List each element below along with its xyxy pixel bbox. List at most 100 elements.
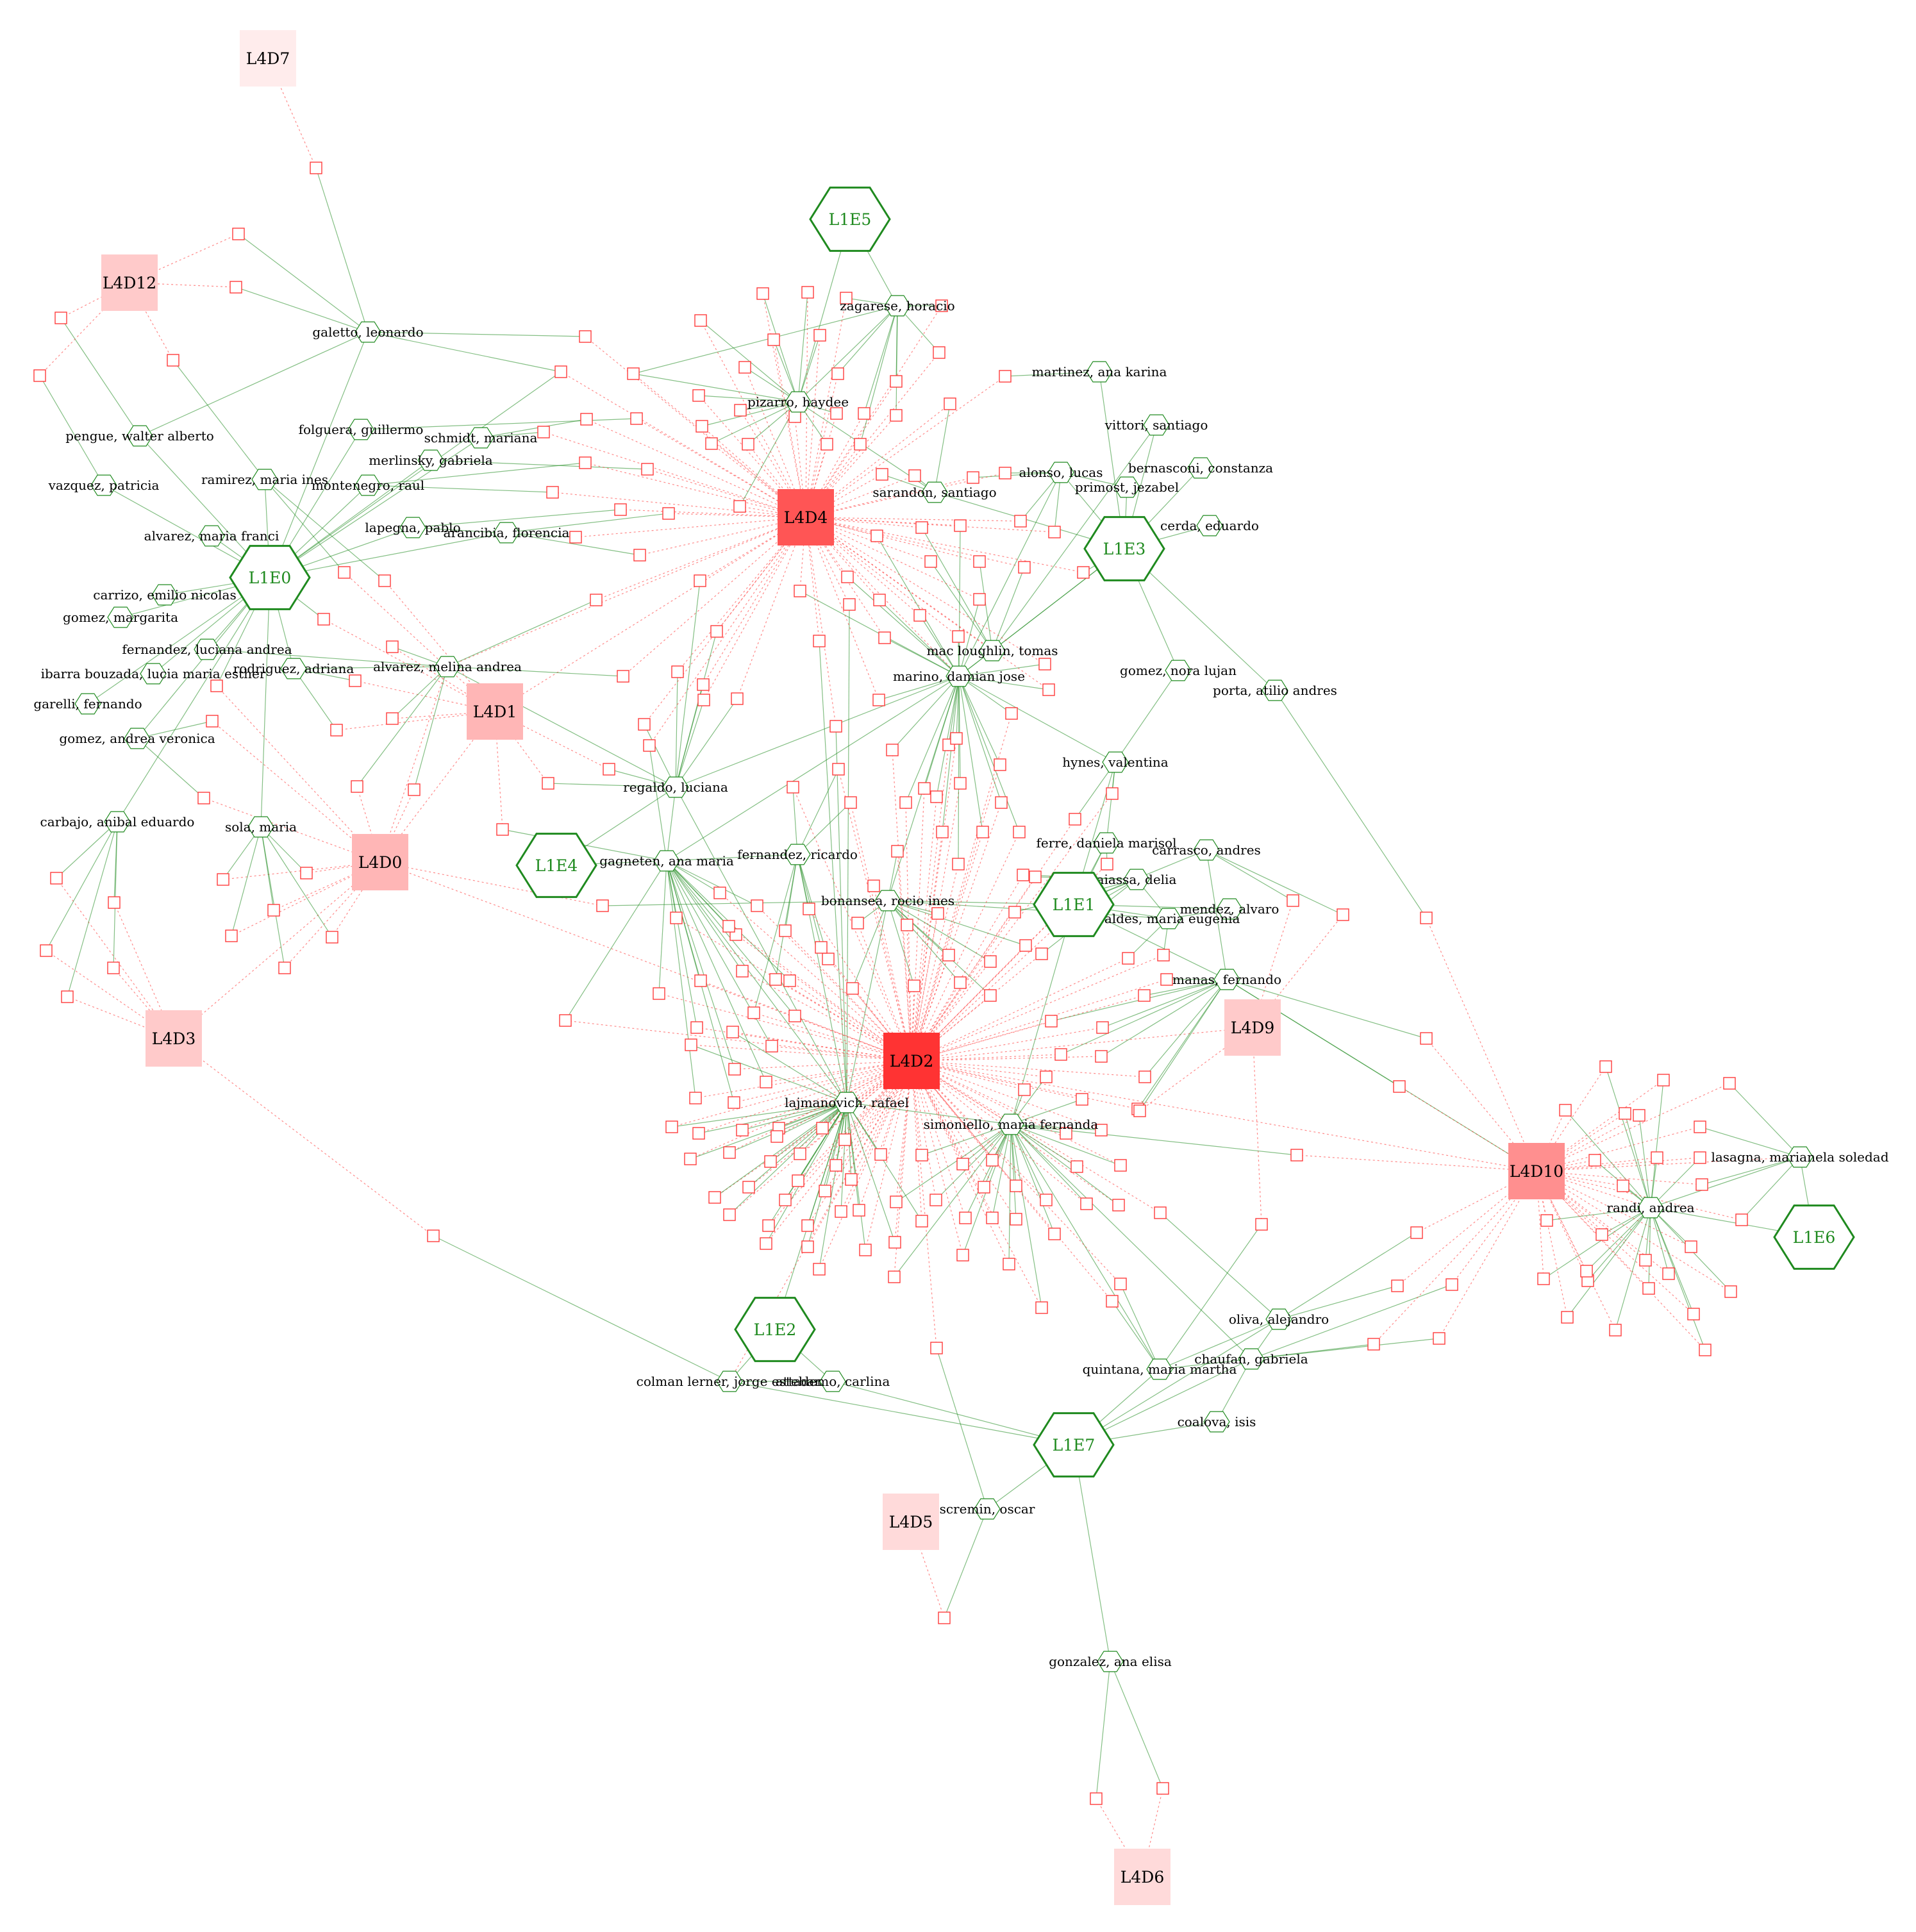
- paper-node[interactable]: [1617, 1179, 1629, 1192]
- paper-node[interactable]: [854, 438, 867, 451]
- document-hub-square[interactable]: [778, 489, 834, 545]
- paper-node[interactable]: [944, 397, 956, 410]
- author-node[interactable]: regaldo, luciana: [623, 776, 728, 798]
- paper-node[interactable]: [841, 570, 854, 583]
- paper-node[interactable]: [736, 1124, 749, 1137]
- group-hub-hexagon[interactable]: [1773, 1204, 1855, 1270]
- paper-node[interactable]: [764, 1155, 777, 1168]
- paper-node[interactable]: [931, 907, 944, 920]
- author-hexagon[interactable]: [354, 474, 381, 496]
- paper-node[interactable]: [671, 665, 684, 678]
- paper-node[interactable]: [878, 631, 891, 644]
- paper-node[interactable]: [1048, 1228, 1061, 1240]
- paper-node[interactable]: [835, 1205, 847, 1218]
- author-node[interactable]: chaufan, gabriela: [1194, 1348, 1308, 1370]
- paper-node[interactable]: [40, 944, 53, 957]
- paper-node[interactable]: [1694, 1151, 1706, 1164]
- paper-node[interactable]: [1106, 787, 1119, 800]
- author-hexagon[interactable]: [280, 658, 307, 679]
- paper-node[interactable]: [1537, 1272, 1550, 1285]
- paper-node[interactable]: [959, 1212, 972, 1224]
- author-node[interactable]: montenegro, raul: [312, 474, 424, 496]
- paper-node[interactable]: [689, 1092, 702, 1104]
- paper-node[interactable]: [956, 1249, 969, 1262]
- author-node[interactable]: vittori, santiago: [1104, 414, 1208, 436]
- paper-node[interactable]: [1138, 1070, 1151, 1083]
- paper-node[interactable]: [1038, 658, 1051, 670]
- paper-node[interactable]: [1420, 1032, 1433, 1045]
- paper-node[interactable]: [627, 367, 640, 380]
- author-hexagon[interactable]: [74, 693, 101, 715]
- paper-node[interactable]: [915, 1215, 928, 1228]
- paper-node[interactable]: [300, 867, 313, 879]
- author-hexagon[interactable]: [785, 391, 812, 413]
- author-hexagon[interactable]: [1637, 1197, 1664, 1219]
- author-hexagon[interactable]: [1203, 1411, 1230, 1433]
- paper-node[interactable]: [801, 286, 814, 299]
- author-hexagon[interactable]: [434, 656, 461, 678]
- paper-node[interactable]: [1005, 707, 1018, 720]
- paper-node[interactable]: [617, 670, 629, 683]
- author-node[interactable]: schmidt, mariana: [424, 427, 538, 449]
- author-node[interactable]: alonso, lucas: [1019, 462, 1103, 483]
- author-node[interactable]: attademo, carlina: [776, 1370, 890, 1392]
- paper-node[interactable]: [890, 409, 903, 422]
- paper-node[interactable]: [771, 1130, 783, 1143]
- paper-node[interactable]: [225, 929, 238, 942]
- paper-node[interactable]: [546, 486, 559, 499]
- paper-node[interactable]: [760, 1237, 772, 1250]
- paper-node[interactable]: [1540, 1214, 1553, 1227]
- paper-node[interactable]: [1724, 1285, 1737, 1298]
- paper-node[interactable]: [692, 389, 705, 402]
- paper-node[interactable]: [1367, 1338, 1380, 1351]
- paper-node[interactable]: [1255, 1218, 1268, 1231]
- paper-node[interactable]: [1019, 939, 1032, 952]
- paper-node[interactable]: [918, 782, 931, 795]
- paper-node[interactable]: [1112, 1199, 1125, 1212]
- author-node[interactable]: vazquez, patricia: [48, 474, 160, 496]
- paper-node[interactable]: [1735, 1213, 1748, 1226]
- author-node[interactable]: simoniello, maria fernanda: [924, 1113, 1099, 1135]
- author-node[interactable]: primost, jezabel: [1075, 476, 1179, 498]
- paper-node[interactable]: [1013, 826, 1026, 838]
- paper-node[interactable]: [728, 1096, 740, 1109]
- paper-node[interactable]: [843, 598, 856, 611]
- paper-node[interactable]: [267, 904, 280, 917]
- author-node[interactable]: coalova, isis: [1178, 1411, 1256, 1433]
- paper-node[interactable]: [986, 1154, 999, 1167]
- paper-node[interactable]: [1609, 1324, 1622, 1337]
- paper-node[interactable]: [762, 1219, 775, 1232]
- group-hub-l1e6[interactable]: L1E6: [1773, 1204, 1855, 1270]
- author-hexagon[interactable]: [662, 776, 689, 798]
- group-hub-l1e0[interactable]: L1E0: [229, 545, 311, 610]
- paper-node[interactable]: [872, 694, 885, 706]
- author-hexagon[interactable]: [974, 1498, 1001, 1520]
- paper-node[interactable]: [713, 887, 726, 899]
- author-node[interactable]: colman lerner, jorge esteban: [637, 1370, 823, 1392]
- paper-node[interactable]: [1114, 1278, 1127, 1290]
- author-node[interactable]: oliva, alejandro: [1229, 1308, 1329, 1330]
- paper-node[interactable]: [731, 692, 744, 705]
- paper-node[interactable]: [801, 1219, 814, 1232]
- paper-node[interactable]: [1077, 566, 1090, 579]
- paper-node[interactable]: [310, 162, 322, 174]
- document-hub-l4d9[interactable]: L4D9: [1224, 999, 1281, 1056]
- paper-node[interactable]: [1694, 1120, 1706, 1133]
- paper-node[interactable]: [756, 287, 769, 300]
- author-node[interactable]: carbajo, anibal eduardo: [40, 811, 195, 833]
- author-node[interactable]: fernandez, ricardo: [737, 844, 858, 865]
- paper-node[interactable]: [1391, 1279, 1404, 1292]
- group-hub-hexagon[interactable]: [1083, 516, 1165, 581]
- paper-node[interactable]: [317, 613, 330, 626]
- author-node[interactable]: scremin, oscar: [940, 1498, 1035, 1520]
- paper-node[interactable]: [643, 739, 656, 752]
- author-hexagon[interactable]: [354, 321, 381, 343]
- paper-node[interactable]: [822, 953, 835, 965]
- paper-node[interactable]: [973, 555, 986, 568]
- paper-node[interactable]: [769, 973, 782, 986]
- author-node[interactable]: alvarez, melina andrea: [373, 656, 522, 678]
- paper-node[interactable]: [633, 549, 646, 562]
- author-hexagon[interactable]: [1262, 679, 1288, 701]
- paper-node[interactable]: [888, 1270, 901, 1283]
- paper-node[interactable]: [1095, 1124, 1108, 1137]
